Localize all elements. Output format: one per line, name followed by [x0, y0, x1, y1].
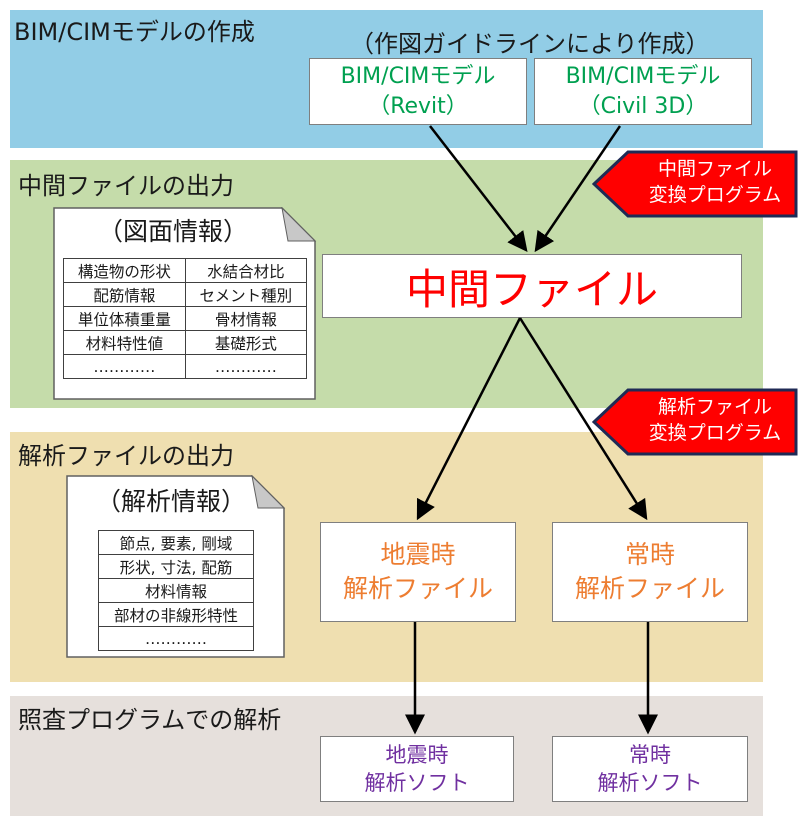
analysis-info-title: （解析情報）: [95, 487, 246, 516]
software-seismic-box: 地震時 解析ソフト: [320, 736, 514, 802]
intermediate-file-label: 中間ファイル: [405, 264, 658, 314]
analysis-file-normal-line1: 常時: [624, 540, 675, 569]
badge-analysis-line1: 解析ファイル: [657, 396, 772, 418]
table-cell: …………: [63, 354, 186, 379]
software-normal-line2: 解析ソフト: [597, 771, 703, 795]
arrow-civil3d-to-intermediate: [534, 125, 622, 253]
badge-intermediate-text: 中間ファイル 変換プログラム: [632, 156, 798, 208]
badge-analysis-line2: 変換プログラム: [648, 422, 782, 444]
badge-intermediate-line2: 変換プログラム: [648, 184, 782, 206]
table-cell: セメント種別: [184, 282, 308, 307]
table-row: 部材の非線形特性: [98, 602, 254, 627]
table-row: 形状, 寸法, 配筋: [98, 554, 254, 579]
table-cell: 節点, 要素, 剛域: [98, 530, 254, 555]
badge-analysis-shape: [592, 388, 798, 456]
intermediate-file-box: 中間ファイル: [322, 254, 742, 318]
table-row: 節点, 要素, 剛域: [98, 530, 254, 555]
software-normal-line1: 常時: [629, 743, 671, 767]
table-cell: 基礎形式: [184, 330, 308, 355]
model-revit-line2: （Revit）: [368, 93, 468, 119]
table-cell: 部材の非線形特性: [98, 602, 254, 627]
software-seismic-line1: 地震時: [385, 743, 449, 767]
table-row: …………: [98, 626, 254, 651]
model-box-revit: BIM/CIMモデル （Revit）: [309, 58, 527, 125]
table-cell: …………: [184, 354, 308, 379]
drawing-info-title: （図面情報）: [97, 217, 248, 246]
arrow-intermediate-to-seismic: [416, 317, 522, 521]
model-civil3d-line2: （Civil 3D）: [578, 93, 708, 119]
band-subtitle-guideline: （作図ガイドラインにより作成）: [350, 30, 710, 58]
table-row: 材料特性値 基礎形式: [63, 330, 308, 355]
badge-analysis-text: 解析ファイル 変換プログラム: [632, 394, 798, 446]
model-civil3d-line1: BIM/CIMモデル: [565, 63, 721, 89]
table-cell: 形状, 寸法, 配筋: [98, 554, 254, 579]
software-seismic-line2: 解析ソフト: [364, 771, 470, 795]
band-title-intermediate-output: 中間ファイルの出力: [18, 172, 234, 200]
drawing-info-table: 構造物の形状 水結合材比 配筋情報 セメント種別 単位体積重量 骨材情報 材料特…: [63, 258, 308, 379]
analysis-file-seismic-line1: 地震時: [380, 540, 456, 569]
model-box-civil3d: BIM/CIMモデル （Civil 3D）: [534, 58, 752, 125]
model-revit-line1: BIM/CIMモデル: [340, 63, 496, 89]
band-title-analysis-output: 解析ファイルの出力: [18, 442, 234, 470]
analysis-file-normal-line2: 解析ファイル: [574, 574, 725, 603]
band-title-verification: 照査プログラムでの解析: [18, 706, 282, 734]
table-cell: …………: [98, 626, 254, 651]
badge-intermediate-line1: 中間ファイル: [657, 158, 772, 180]
analysis-file-normal-box: 常時 解析ファイル: [552, 522, 748, 622]
arrow-revit-to-intermediate: [429, 125, 528, 252]
analysis-file-seismic-box: 地震時 解析ファイル: [320, 522, 516, 622]
badge-intermediate-shape: [592, 150, 798, 218]
software-normal-box: 常時 解析ソフト: [552, 736, 748, 802]
table-row: ………… …………: [63, 354, 308, 379]
band-title-model-creation: BIM/CIMモデルの作成: [14, 18, 255, 46]
arrow-intermediate-to-normal: [518, 317, 648, 521]
analysis-info-table: 節点, 要素, 剛域 形状, 寸法, 配筋 材料情報 部材の非線形特性 …………: [98, 530, 254, 651]
analysis-file-seismic-line2: 解析ファイル: [342, 574, 493, 603]
